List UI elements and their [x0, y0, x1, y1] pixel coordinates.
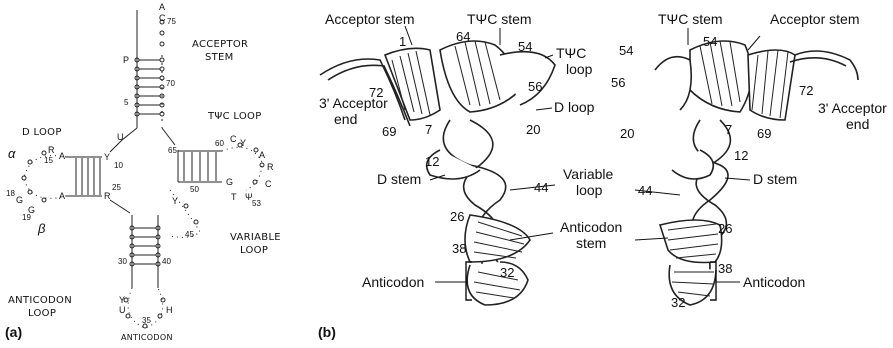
- nt-y-ac: Y: [119, 296, 125, 305]
- nt-a: A: [159, 3, 165, 12]
- left-num-32: 32: [500, 266, 514, 279]
- right-acceptor-stem-label: Acceptor stem: [770, 12, 859, 26]
- left-d-loop-label: D loop: [554, 100, 594, 114]
- num-70: 70: [166, 80, 175, 88]
- nt-c-t: C: [230, 135, 237, 144]
- left-num-72: 72: [369, 86, 383, 99]
- variable-loop-label-1: VARIABLE: [230, 233, 281, 243]
- acceptor-stem-nucleotides: [135, 20, 164, 116]
- right-num-72: 72: [799, 84, 813, 97]
- left-tpsic-stem-label: TΨC stem: [467, 12, 532, 26]
- right-num-12: 12: [734, 149, 748, 162]
- nt-r-t: R: [267, 163, 274, 172]
- right-acceptor-end-label-1: 3' Acceptor: [818, 101, 887, 115]
- left-tpsic-loop-label-1: TΨC: [556, 46, 586, 60]
- left-num-44: 44: [534, 181, 548, 194]
- left-num-7: 7: [425, 123, 432, 136]
- num-40: 40: [162, 258, 171, 266]
- left-variable-loop-label-2: loop: [576, 183, 602, 197]
- nt-a-d1: A: [59, 152, 65, 161]
- left-num-20: 20: [526, 123, 540, 136]
- left-anticodon-stem-label-1: Anticodon: [560, 220, 622, 234]
- nt-u: U: [117, 133, 124, 142]
- right-acceptor-end-label-2: end: [846, 117, 869, 131]
- nt-g18: G: [16, 196, 23, 205]
- left-num-64: 64: [456, 30, 470, 43]
- num-18: 18: [6, 190, 15, 198]
- num-35: 35: [142, 317, 151, 325]
- right-num-44: 44: [638, 184, 652, 197]
- left-tpsic-loop-label-2: loop: [566, 62, 592, 76]
- alpha-label: α: [8, 147, 15, 160]
- right-anticodon-label: Anticodon: [743, 275, 805, 289]
- nt-p: P: [123, 56, 129, 65]
- nt-c75: C: [159, 14, 166, 23]
- left-num-26: 26: [450, 210, 464, 223]
- anticodon-stem: [130, 215, 160, 288]
- nt-r-d2: R: [104, 192, 111, 201]
- nt-r-d: R: [48, 146, 55, 155]
- tertiary-structure-left: [320, 41, 555, 305]
- right-num-54b: 54: [703, 35, 717, 48]
- left-variable-loop-label-1: Variable: [563, 167, 613, 181]
- num-75: 75: [167, 18, 176, 26]
- num-10: 10: [114, 162, 123, 170]
- left-acceptor-end-label-2: end: [334, 112, 357, 126]
- anticodon-loop-label-2: LOOP: [28, 309, 56, 319]
- left-num-38: 38: [452, 242, 466, 255]
- num-15: 15: [44, 157, 53, 165]
- nt-c-t2: C: [265, 180, 272, 189]
- left-num-1: 1: [399, 35, 406, 48]
- nt-h-ac: H: [166, 306, 173, 315]
- right-num-26: 26: [718, 222, 732, 235]
- left-num-12: 12: [425, 155, 439, 168]
- nt-a-d2: A: [59, 192, 65, 201]
- right-num-69: 69: [757, 127, 771, 140]
- nt-t-t: T: [231, 193, 237, 202]
- right-num-56: 56: [611, 76, 625, 89]
- left-num-69: 69: [382, 125, 396, 138]
- nt-u-ac: U: [119, 306, 126, 315]
- left-anticodon-stem-label-2: stem: [576, 236, 606, 250]
- right-num-7: 7: [725, 123, 732, 136]
- right-tpsic-stem-label: TΨC stem: [658, 12, 723, 26]
- num-5: 5: [124, 99, 128, 107]
- anticodon-loop-label-1: ANTICODON: [8, 296, 72, 306]
- right-d-stem-label: D stem: [753, 172, 797, 186]
- panel-b-tag: (b): [318, 325, 336, 339]
- acceptor-stem-pairs: [139, 60, 160, 114]
- num-19: 19: [22, 214, 31, 222]
- num-53: 53: [252, 200, 261, 208]
- right-num-32: 32: [671, 296, 685, 309]
- left-d-stem-label: D stem: [377, 172, 421, 186]
- anticodon-label: ANTICODON: [121, 334, 173, 342]
- right-num-54a: 54: [619, 44, 633, 57]
- num-30: 30: [118, 258, 127, 266]
- variable-loop-label-2: LOOP: [240, 246, 268, 256]
- nt-y-t: Y: [240, 139, 246, 148]
- left-anticodon-label: Anticodon: [362, 275, 424, 289]
- num-25: 25: [112, 184, 121, 192]
- beta-label: β: [38, 222, 45, 235]
- panel-a-tag: (a): [5, 325, 22, 339]
- nt-g-t: G: [226, 178, 233, 187]
- nt-a-t: A: [259, 151, 265, 160]
- num-60: 60: [215, 140, 224, 148]
- num-45: 45: [185, 231, 194, 239]
- right-num-20: 20: [620, 127, 634, 140]
- tpsic-stem: [178, 150, 222, 182]
- acceptor-stem-label-2: STEM: [205, 53, 234, 63]
- nt-y-v: Y: [172, 197, 178, 206]
- left-acceptor-stem-label: Acceptor stem: [325, 12, 414, 26]
- nt-y-d: Y: [104, 153, 110, 162]
- d-loop-label: D LOOP: [22, 128, 62, 138]
- num-65: 65: [168, 147, 177, 155]
- left-num-54: 54: [518, 40, 532, 53]
- left-num-56: 56: [528, 80, 542, 93]
- d-stem: [66, 157, 102, 196]
- acceptor-stem-label-1: ACCEPTOR: [192, 40, 248, 50]
- right-num-38: 38: [718, 262, 732, 275]
- num-50: 50: [190, 186, 199, 194]
- tpsic-loop-label: TΨC LOOP: [208, 112, 262, 122]
